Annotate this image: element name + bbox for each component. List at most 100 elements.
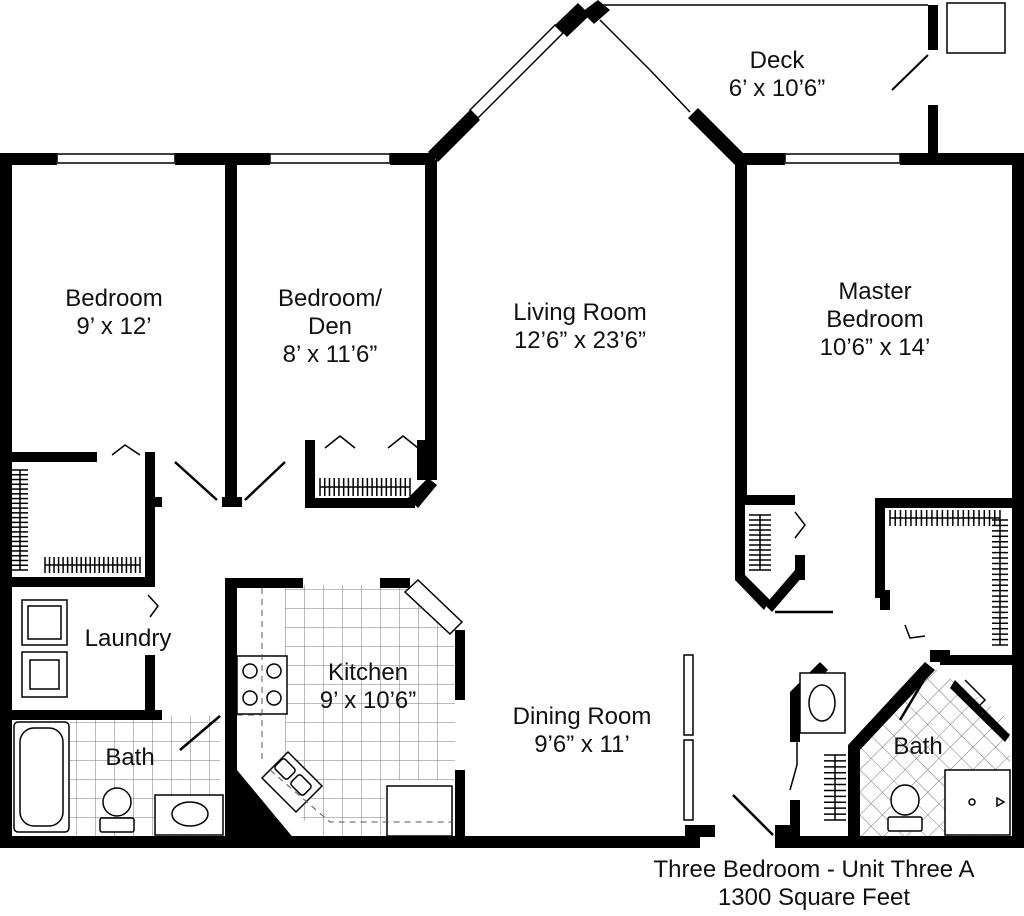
room-name-kitchen: Kitchen bbox=[328, 659, 408, 686]
chevron-icon bbox=[387, 435, 419, 449]
room-name-bedroom: Bedroom bbox=[65, 285, 162, 312]
wall bbox=[582, 0, 610, 24]
sink-icon bbox=[171, 801, 209, 827]
dishwasher bbox=[386, 785, 453, 837]
chevron-icon bbox=[794, 511, 806, 539]
stove-icon bbox=[236, 655, 288, 715]
wall bbox=[417, 440, 429, 480]
room-name-laundry: Laundry bbox=[85, 625, 172, 652]
room-size-kitchen: 9’ x 10’6” bbox=[320, 687, 417, 714]
wall bbox=[455, 770, 465, 840]
room-size-bedroom: 9’ x 12’ bbox=[76, 313, 151, 340]
wall bbox=[735, 160, 747, 495]
washer-icon bbox=[21, 599, 68, 646]
wall bbox=[225, 160, 237, 505]
chevron-icon bbox=[324, 435, 356, 449]
door-swing-icon bbox=[898, 669, 932, 721]
room-name-bath-left: Bath bbox=[105, 744, 154, 771]
closet-rod-icon bbox=[319, 478, 411, 496]
caption-unit-name: Three Bedroom - Unit Three A bbox=[653, 856, 974, 883]
wall bbox=[688, 108, 745, 165]
wall bbox=[237, 770, 300, 846]
counters bbox=[237, 588, 452, 823]
room-name2-bedroom-den: Den bbox=[308, 313, 352, 340]
sink-icon bbox=[260, 750, 324, 814]
wall bbox=[305, 440, 315, 508]
kitchen-tile-floor bbox=[285, 585, 455, 838]
walls bbox=[0, 0, 1024, 848]
wall bbox=[0, 153, 12, 848]
door-swing-icon bbox=[964, 679, 987, 706]
wall bbox=[775, 825, 795, 837]
wall bbox=[175, 153, 270, 165]
wall bbox=[455, 630, 465, 700]
wall bbox=[0, 836, 700, 848]
door-swing-icon bbox=[244, 461, 286, 501]
sink-icon bbox=[808, 684, 836, 722]
wall bbox=[875, 498, 1015, 508]
bathtub-icon bbox=[13, 721, 70, 833]
wall bbox=[685, 825, 715, 837]
refrigerator bbox=[403, 578, 464, 636]
wall bbox=[145, 452, 155, 587]
wall bbox=[880, 590, 890, 610]
door-swing-icon bbox=[179, 715, 221, 751]
closet-rod-icon bbox=[992, 519, 1008, 646]
wall bbox=[940, 655, 1015, 665]
doors bbox=[174, 461, 987, 836]
closet-rod-icon bbox=[44, 557, 141, 573]
windows bbox=[56, 23, 901, 821]
wall bbox=[765, 570, 803, 612]
window-icon bbox=[784, 153, 901, 164]
toilet-icon bbox=[99, 787, 135, 833]
chevron-icon bbox=[147, 594, 159, 618]
door-swing-icon bbox=[174, 461, 218, 501]
window-icon bbox=[468, 23, 565, 120]
wall bbox=[225, 578, 237, 846]
wall bbox=[848, 745, 860, 845]
deck-post-icon bbox=[946, 2, 1006, 54]
wall bbox=[145, 497, 162, 507]
closet-rod-icon bbox=[824, 754, 846, 821]
room-size-dining-room: 9’6” x 11’ bbox=[534, 731, 630, 758]
window-icon bbox=[56, 153, 176, 164]
room-labels: Deck 6’ x 10’6” Bedroom 9’ x 12’ Bedroom… bbox=[65, 47, 942, 771]
room-name-bath-right: Bath bbox=[893, 733, 942, 760]
wall bbox=[735, 153, 785, 165]
closet-rods bbox=[12, 469, 1008, 821]
window-icon bbox=[269, 153, 391, 164]
wall bbox=[950, 680, 1010, 742]
wall bbox=[875, 498, 885, 598]
room-name-master-bedroom: Master bbox=[838, 278, 911, 305]
wall bbox=[555, 3, 590, 37]
wall bbox=[775, 836, 1024, 848]
wall bbox=[790, 692, 800, 742]
window-icon bbox=[683, 654, 694, 736]
door-swing-icon bbox=[789, 742, 798, 791]
room-name-bedroom-den: Bedroom/ bbox=[278, 285, 382, 312]
closet-doors bbox=[111, 435, 806, 618]
wall bbox=[848, 662, 935, 752]
room-name2-master-bedroom: Bedroom bbox=[826, 306, 923, 333]
chevron-icon bbox=[111, 444, 141, 456]
wall bbox=[0, 153, 57, 165]
wall bbox=[390, 153, 435, 165]
wall bbox=[425, 160, 437, 480]
room-size-master-bedroom: 10’6” x 14’ bbox=[820, 334, 931, 361]
wall bbox=[900, 153, 1024, 165]
wall bbox=[790, 800, 800, 838]
room-name-living-room: Living Room bbox=[513, 299, 646, 326]
deck-outline bbox=[598, 2, 1006, 113]
fixtures bbox=[13, 578, 1011, 837]
wall bbox=[225, 578, 303, 588]
wall bbox=[1012, 153, 1024, 848]
toilet-icon bbox=[887, 784, 923, 832]
room-size-bedroom-den: 8’ x 11’6” bbox=[283, 341, 378, 368]
closet-rod-icon bbox=[749, 514, 771, 571]
caption-square-feet: 1300 Square Feet bbox=[718, 884, 910, 911]
wall bbox=[380, 578, 410, 588]
wall bbox=[428, 110, 480, 162]
wall bbox=[735, 495, 795, 505]
wall bbox=[222, 497, 242, 507]
